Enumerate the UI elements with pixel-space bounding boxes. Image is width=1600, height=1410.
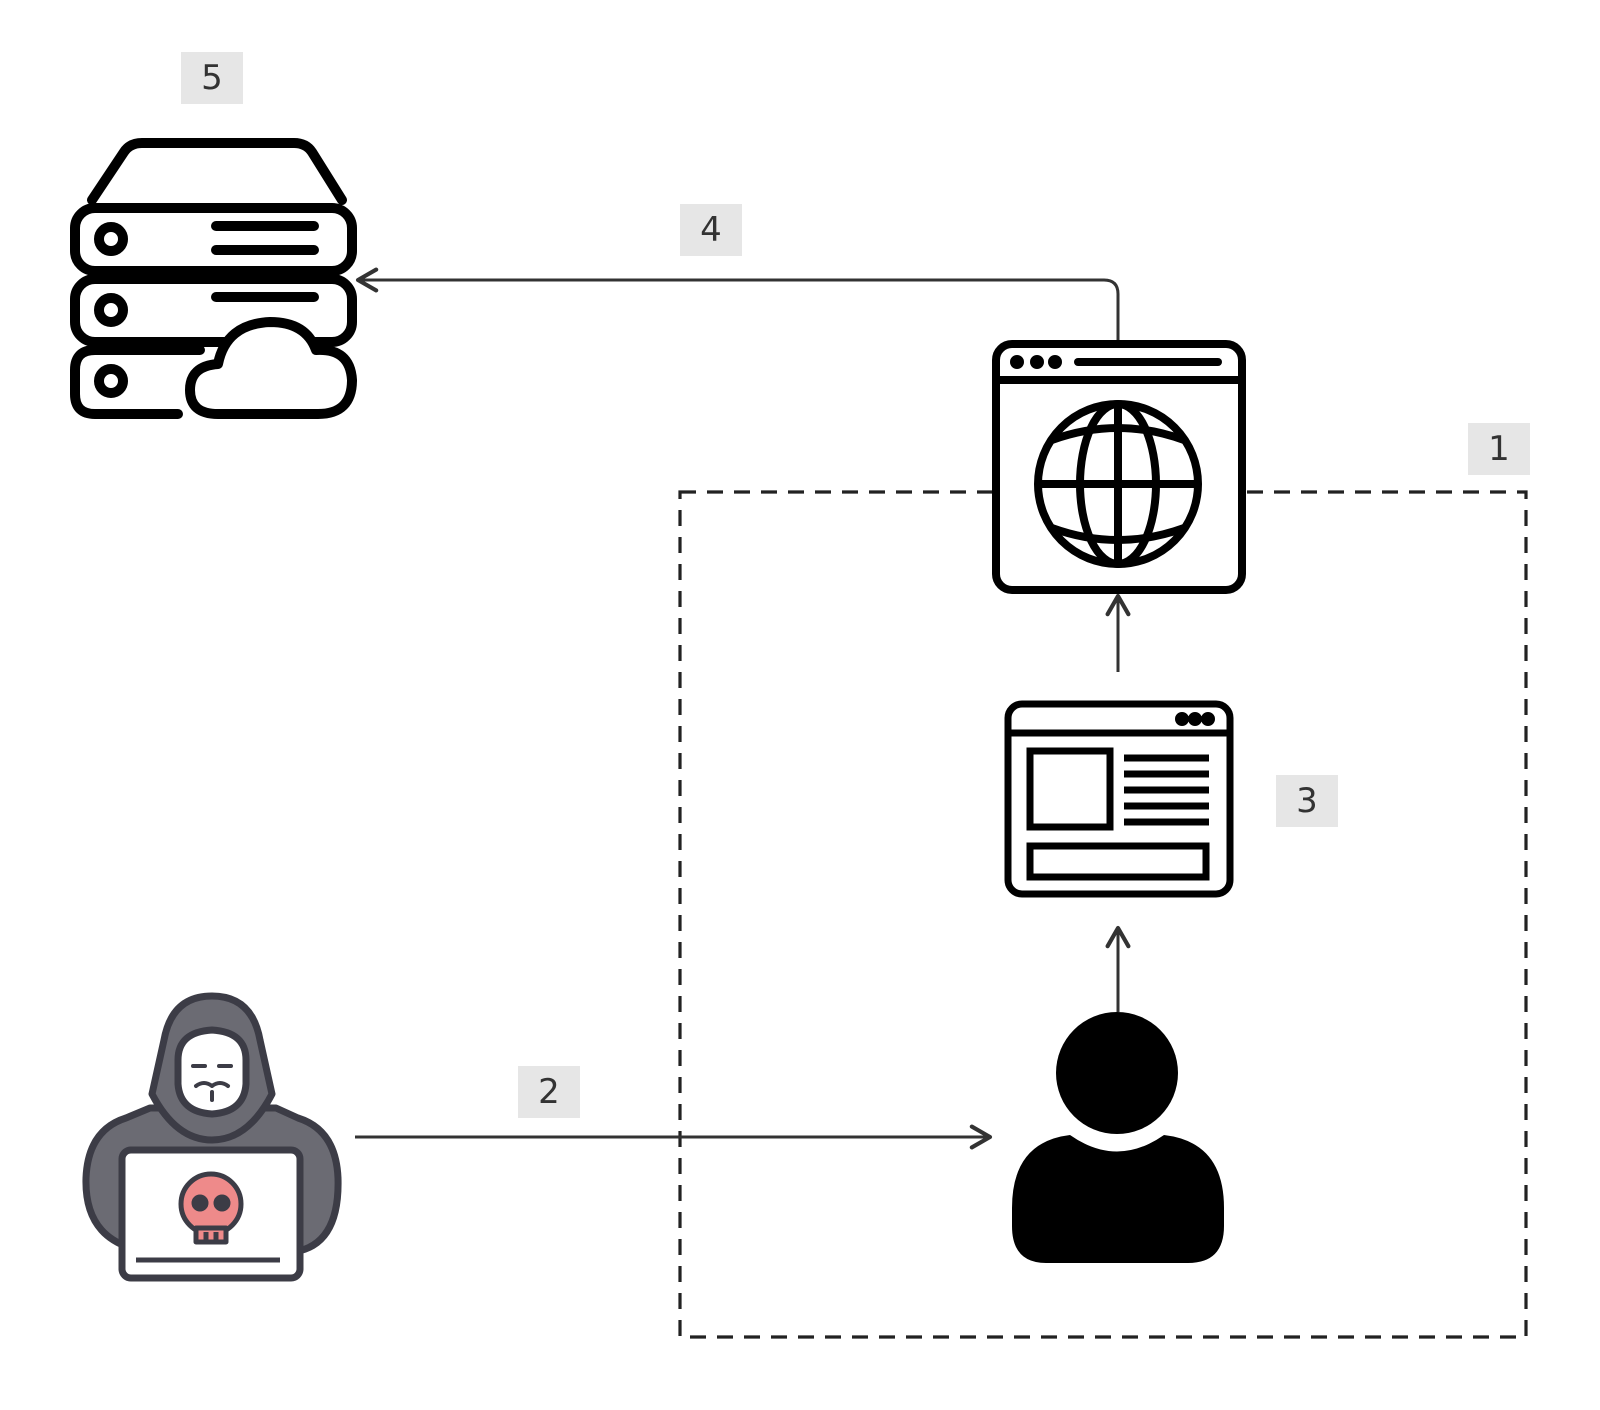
step-label-3: 3 (1276, 775, 1338, 827)
web-page-layout-icon (1004, 700, 1234, 898)
step-label-1: 1 (1468, 423, 1530, 475)
step-label-5: 5 (181, 52, 243, 104)
hacker-laptop-icon (82, 992, 342, 1282)
cloud-server-icon (70, 138, 357, 419)
step-label-4: 4 (680, 204, 742, 256)
user-icon (1012, 1012, 1224, 1263)
victim-zone-boundary (678, 490, 1528, 1339)
step-label-2: 2 (518, 1066, 580, 1118)
web-browser-globe-icon (992, 340, 1246, 594)
arrow-web-to-server (355, 267, 1120, 340)
